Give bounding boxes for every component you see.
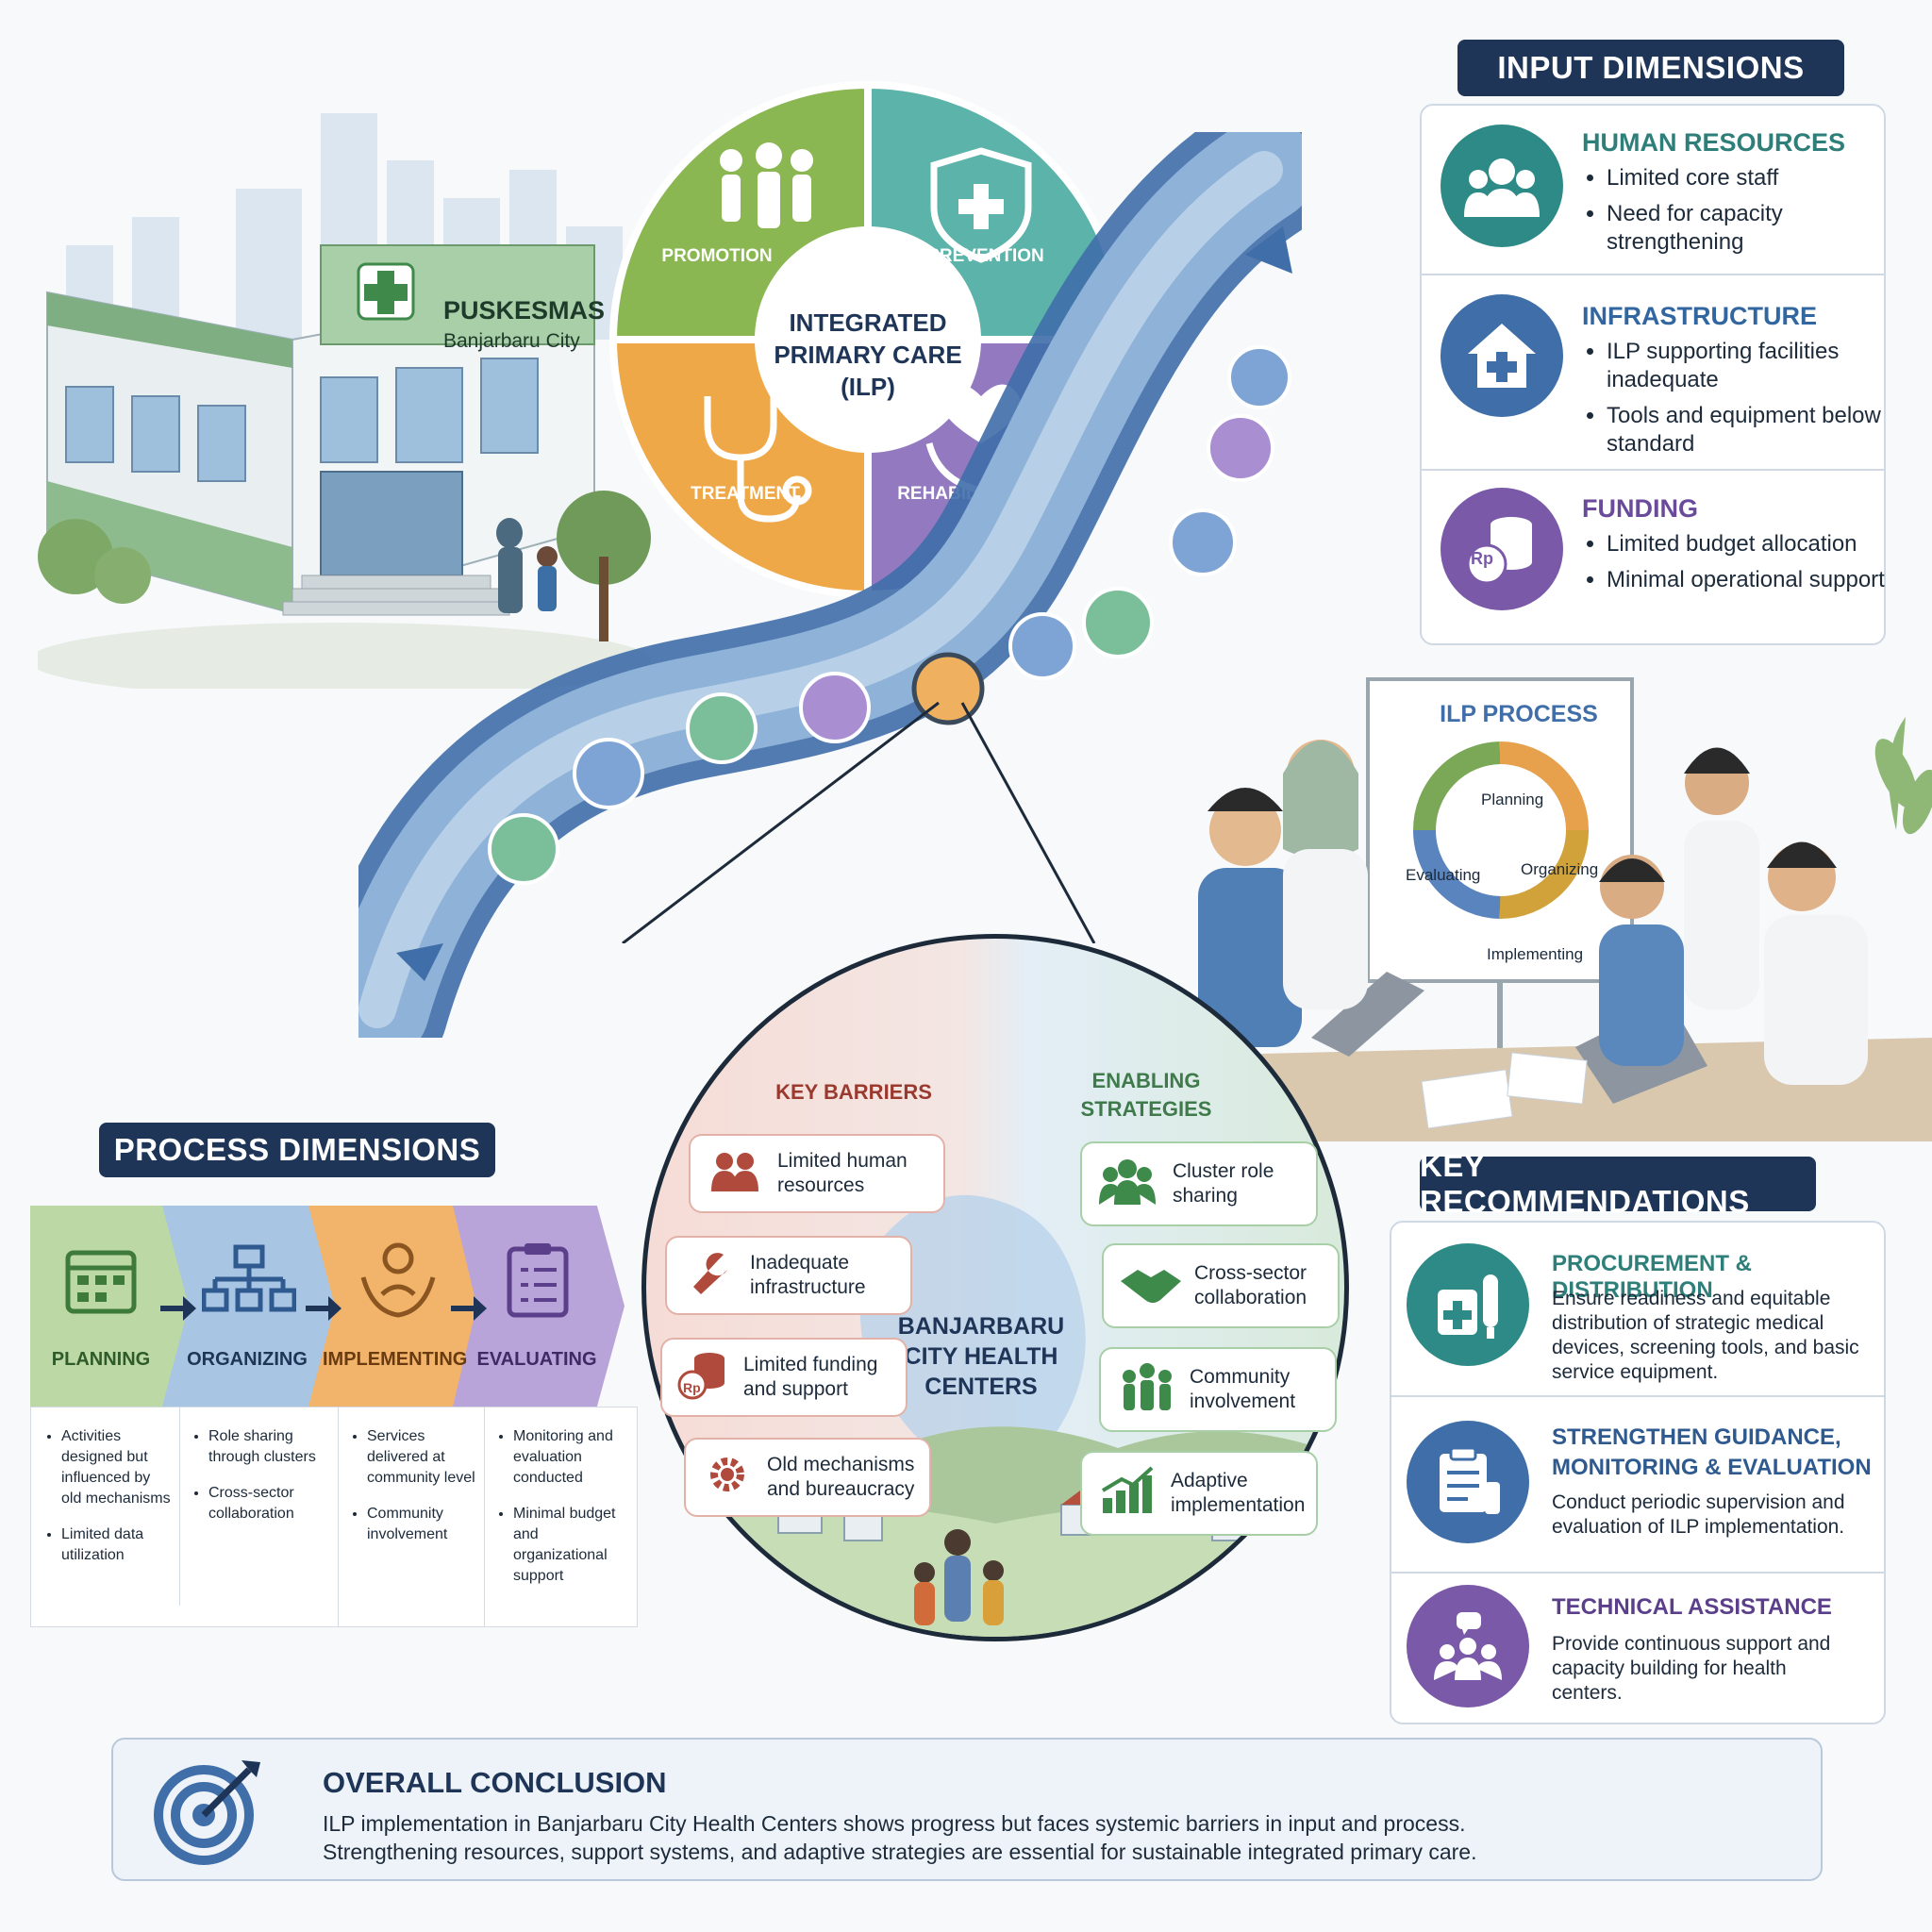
monitoring-clipboard-icon [1407, 1421, 1529, 1543]
rec-body: Provide continuous support and capacity … [1552, 1633, 1831, 1704]
step-label: PLANNING [51, 1349, 151, 1370]
process-item: Role sharing through clusters [208, 1426, 332, 1468]
rec-title: STRENGTHEN GUIDANCE, MONITORING & EVALUA… [1552, 1424, 1872, 1480]
conclusion-panel: OVERALL CONCLUSION ILP implementation in… [111, 1738, 1823, 1881]
team-meeting-illustration [1141, 660, 1932, 1141]
barriers-title: KEY BARRIERS [775, 1080, 932, 1104]
hands-care-icon [360, 1242, 436, 1318]
barrier-chip: Rp Limited funding and support [660, 1338, 908, 1417]
infra-title: INFRASTRUCTURE [1582, 302, 1817, 330]
step-label: IMPLEMENTING [323, 1349, 468, 1370]
promotion-label: PROMOTION [661, 246, 773, 266]
coins-icon [1441, 488, 1563, 610]
prevention-label: PREVENTION [927, 246, 1044, 266]
process-header: PROCESS DIMENSIONS [99, 1123, 495, 1177]
care-pathway [358, 132, 1302, 1038]
process-item: Minimal budget and organizational suppor… [513, 1504, 631, 1587]
shield-plus-icon [930, 147, 1032, 263]
coins-icon: Rp [677, 1349, 730, 1407]
funding-item: Minimal operational support [1607, 566, 1890, 594]
arrow-up-icon [1245, 226, 1292, 274]
people-icon [1441, 125, 1563, 247]
hr-title: HUMAN RESOURCES [1582, 128, 1846, 157]
recommendations-panel: PROCUREMENT & DISTRIBUTION Ensure readin… [1390, 1221, 1886, 1724]
process-item: Services delivered at community level [367, 1426, 478, 1489]
input-panel: HUMAN RESOURCES Limited core staff Need … [1420, 104, 1886, 645]
rec-title: TECHNICAL ASSISTANCE [1552, 1594, 1832, 1620]
rp-label: Rp [1471, 549, 1493, 568]
step-label: EVALUATING [476, 1349, 597, 1370]
family-icon [720, 142, 813, 228]
strategy-chip: Cross-sector collaboration [1102, 1243, 1340, 1328]
hr-item: Limited core staff [1607, 164, 1890, 192]
process-item: Limited data utilization [61, 1524, 174, 1566]
conclusion-title: OVERALL CONCLUSION [323, 1766, 667, 1799]
medical-device-icon [1407, 1243, 1529, 1366]
infra-item: ILP supporting facilities inadequate [1607, 338, 1890, 394]
strategy-chip: Adaptive implementation [1080, 1451, 1318, 1536]
rec-title: PROCUREMENT & DISTRIBUTION [1552, 1251, 1753, 1303]
barrier-chip: Limited human resources [689, 1134, 945, 1213]
cycle-planning: Planning [1481, 791, 1544, 808]
people-icon [709, 1150, 760, 1198]
process-item: Cross-sector collaboration [208, 1483, 332, 1524]
cycle-implementing: Implementing [1487, 945, 1584, 963]
process-item: Activities designed but influenced by ol… [61, 1426, 174, 1509]
step-label: ORGANIZING [187, 1349, 308, 1370]
people-icon [1099, 1158, 1156, 1211]
process-item: Community involvement [367, 1504, 478, 1545]
zoom-lines [622, 701, 1096, 943]
infra-item: Tools and equipment below standard [1607, 402, 1890, 458]
org-chart-icon [202, 1244, 296, 1312]
conclusion-line: ILP implementation in Banjarbaru City He… [323, 1811, 1466, 1836]
patient-icon [488, 345, 1291, 885]
house-plus-icon [1441, 294, 1563, 417]
arrow-right-icon [160, 1296, 196, 1321]
rec-body: Ensure readiness and equitable distribut… [1552, 1288, 1859, 1383]
recommendations-header: KEY RECOMMENDATIONS [1420, 1148, 1816, 1219]
rp-label: Rp [683, 1379, 701, 1395]
funding-item: Limited budget allocation [1607, 530, 1890, 558]
clinic-name: PUSKESMAS [443, 296, 606, 325]
clinic-illustration [38, 113, 651, 689]
gear-icon [705, 1452, 750, 1504]
growth-chart-icon [1099, 1466, 1158, 1522]
cycle-organizing: Organizing [1521, 860, 1599, 878]
conclusion-line: Strengthening resources, support systems… [323, 1840, 1477, 1864]
strategy-chip: Cluster role sharing [1080, 1141, 1318, 1226]
strategy-chip: Community involvement [1099, 1347, 1337, 1432]
ilp-center-title: INTEGRATED PRIMARY CARE (ILP) [774, 308, 962, 401]
calendar-icon [65, 1250, 137, 1314]
treatment-label: TREATMENT [691, 484, 800, 504]
community-icon [1118, 1361, 1176, 1419]
ilp-process-title: ILP PROCESS [1440, 701, 1598, 727]
clinic-city: Banjarbaru City [443, 330, 580, 352]
wrench-icon [686, 1249, 733, 1303]
barrier-chip: Inadequate infrastructure [665, 1236, 912, 1315]
input-header: INPUT DIMENSIONS [1457, 40, 1844, 96]
process-details: Activities designed but influenced by ol… [30, 1407, 638, 1627]
funding-title: FUNDING [1582, 494, 1698, 523]
hr-item: Need for capacity strengthening [1607, 200, 1890, 257]
target-icon [154, 1760, 260, 1865]
arrow-right-icon [451, 1296, 487, 1321]
process-steps: PLANNING ORGANIZING IMPLEMENTING EVALUAT… [30, 1206, 625, 1407]
support-group-icon [1407, 1585, 1529, 1707]
cycle-evaluating: Evaluating [1406, 866, 1481, 884]
arrow-down-icon [396, 943, 443, 981]
handshake-icon [1119, 1262, 1181, 1310]
process-item: Monitoring and evaluation conducted [513, 1426, 631, 1489]
clipboard-icon [507, 1243, 569, 1318]
health-centers-label: BANJARBARU CITY HEALTH CENTERS [897, 1313, 1065, 1400]
arrow-right-icon [306, 1296, 341, 1321]
strategies-title: ENABLING STRATEGIES [1080, 1069, 1212, 1121]
barrier-chip: Old mechanisms and bureaucracy [684, 1438, 931, 1517]
stethoscope-icon [704, 396, 812, 523]
rec-body: Conduct periodic supervision and evaluat… [1552, 1491, 1845, 1538]
